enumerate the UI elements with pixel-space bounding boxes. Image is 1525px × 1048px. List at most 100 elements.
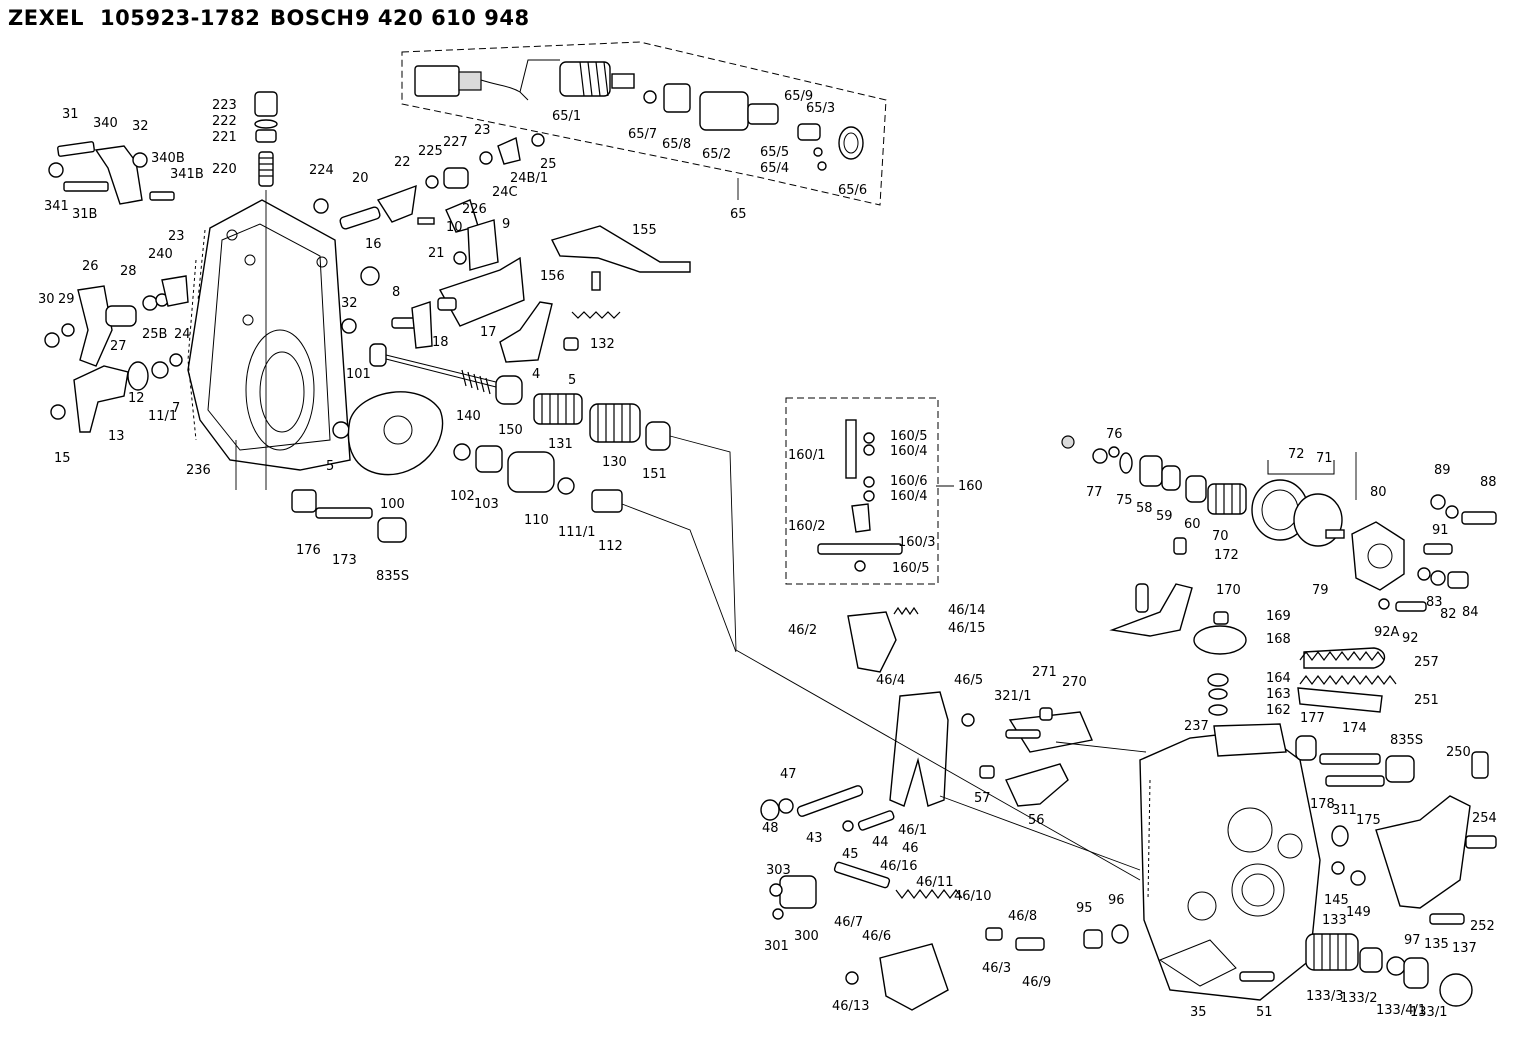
label-82: 82 <box>1440 607 1457 622</box>
label-111-1b: 111/1 <box>558 525 595 540</box>
label-32b: 32 <box>341 296 358 311</box>
plug-16 <box>360 266 380 286</box>
ring-160-4b <box>863 490 875 502</box>
label-170: 170 <box>1216 583 1241 598</box>
plate-168 <box>1193 625 1247 655</box>
washer-25 <box>531 133 545 147</box>
screw-252 <box>1429 913 1465 925</box>
label-22: 22 <box>394 155 411 170</box>
label-160-3: 160/3 <box>898 535 935 550</box>
label-80: 80 <box>1370 485 1387 500</box>
upper-left-parts <box>48 91 545 349</box>
label-84: 84 <box>1462 605 1479 620</box>
right-lower-parts <box>1083 924 1473 1007</box>
lever-46-2 <box>847 611 897 673</box>
ring-89 <box>1445 505 1459 519</box>
spring-46-14 <box>893 606 919 616</box>
nut-58 <box>1139 455 1163 487</box>
housing-bore-inner <box>259 351 305 433</box>
washer-29 <box>61 323 75 337</box>
ring-23 <box>479 151 493 165</box>
cap-151 <box>645 421 671 451</box>
spring-46-11 <box>895 889 963 899</box>
label-48: 48 <box>762 821 779 836</box>
group-65-outline <box>401 41 887 206</box>
label-835S: 835S <box>376 569 409 584</box>
label-83: 83 <box>1426 595 1443 610</box>
washer-65-7 <box>643 90 657 104</box>
label-46-6: 46/6 <box>862 929 891 944</box>
label-162: 162 <box>1266 703 1291 718</box>
label-150: 150 <box>498 423 523 438</box>
housing-110 <box>507 451 555 493</box>
washer-83 <box>1417 567 1431 581</box>
label-46-11: 46/11 <box>916 875 953 890</box>
label-24: 24 <box>174 327 191 342</box>
pin-10 <box>453 251 467 265</box>
label-251: 251 <box>1414 693 1439 708</box>
ring-145 <box>1331 861 1345 875</box>
sensor-112 <box>591 489 623 513</box>
label-137: 137 <box>1452 941 1477 956</box>
label-46-15: 46/15 <box>948 621 985 636</box>
label-341B: 341B <box>170 167 204 182</box>
label-76: 76 <box>1106 427 1123 442</box>
cover-80-hole <box>1367 543 1393 569</box>
body-65-2 <box>699 91 749 131</box>
bracket-270 <box>1008 711 1093 753</box>
label-35: 35 <box>1190 1005 1207 1020</box>
label-175: 175 <box>1356 813 1381 828</box>
lever-155-group <box>499 225 691 363</box>
label-65-6: 65/6 <box>838 183 867 198</box>
label-15: 15 <box>54 451 71 466</box>
label-27: 27 <box>110 339 127 354</box>
ring-225 <box>425 175 439 189</box>
nut-30 <box>44 332 60 348</box>
part-103 <box>475 445 503 473</box>
label-160: 160 <box>958 479 983 494</box>
label-225: 225 <box>418 144 443 159</box>
plug-224 <box>313 198 329 214</box>
label-11-1: 11/1 <box>148 409 177 424</box>
label-21: 21 <box>428 246 445 261</box>
ring-160-4a <box>863 444 875 456</box>
label-145: 145 <box>1324 893 1349 908</box>
label-43: 43 <box>806 831 823 846</box>
label-133-2: 133/2 <box>1340 991 1377 1006</box>
label-135: 135 <box>1424 937 1449 952</box>
lever-340 <box>94 145 143 205</box>
bolt-318 <box>63 181 109 192</box>
collar <box>369 343 387 367</box>
screw-172 <box>1173 537 1187 555</box>
group-160 <box>785 397 939 585</box>
lever-155 <box>550 225 691 273</box>
screw-254 <box>1465 835 1497 849</box>
nut-65-8 <box>663 83 691 113</box>
label-270: 270 <box>1062 675 1087 690</box>
label-226: 226 <box>462 202 487 217</box>
label-340: 340 <box>93 116 118 131</box>
plug-137 <box>1439 973 1473 1007</box>
shaft-thread <box>461 369 491 395</box>
label-25B: 25B <box>142 327 167 342</box>
label-257: 257 <box>1414 655 1439 670</box>
part-65-5 <box>813 147 823 157</box>
spring-251-top <box>1299 651 1385 661</box>
label-100: 100 <box>380 497 405 512</box>
plug-176 <box>291 489 317 513</box>
label-23b: 23 <box>168 229 185 244</box>
bolt-31 <box>57 141 95 157</box>
drive-train-parts <box>291 343 671 543</box>
bracket-72-71 <box>1267 460 1335 475</box>
label-7: 7 <box>172 401 180 416</box>
plug-177 <box>1295 735 1317 761</box>
screw-5b <box>563 337 579 351</box>
label-160-4b: 160/4 <box>890 489 927 504</box>
label-97: 97 <box>1404 933 1421 948</box>
pin-44 <box>857 810 895 831</box>
label-92A: 92A <box>1374 625 1400 640</box>
label-164: 164 <box>1266 671 1291 686</box>
label-8: 8 <box>392 285 400 300</box>
spring-133-coils <box>1313 934 1347 970</box>
label-12: 12 <box>128 391 145 406</box>
